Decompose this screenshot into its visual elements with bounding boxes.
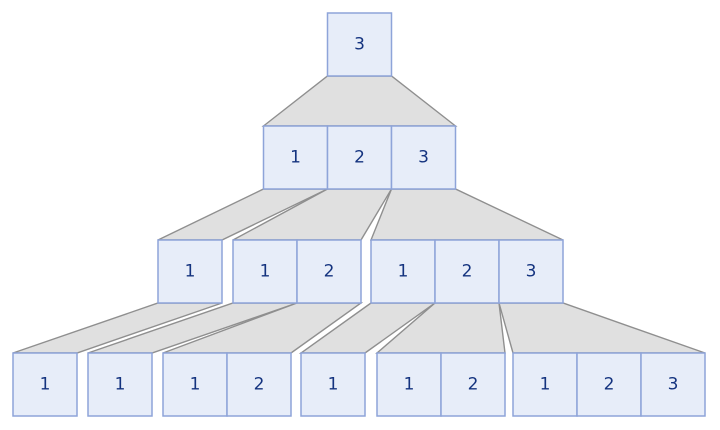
edge-trapezoid [369,188,564,241]
tree-node-cell [498,239,564,304]
tree-node-cell [326,12,393,77]
tree-node-cell [300,352,366,417]
tree-node-cell [232,239,298,304]
tree-node-cell [576,352,642,417]
tree-node-label: 3 [668,375,679,395]
tree-node-cell [226,352,292,417]
tree-node-label: 1 [290,148,301,168]
tree-node-label: 3 [354,35,365,55]
tree-node-label: 1 [404,375,415,395]
tree-node-cell [640,352,706,417]
tree-node-cell [376,352,442,417]
tree-node-cell [390,125,457,190]
tree-node-label: 2 [468,375,479,395]
tree-node-label: 1 [40,375,51,395]
tree-node-label: 1 [190,375,201,395]
tree-node-label: 2 [324,262,335,282]
tree-node-label: 2 [462,262,473,282]
tree-node-cell [12,352,78,417]
edge-trapezoid [261,75,458,127]
tree-node-cell [326,125,393,190]
tree-node-label: 3 [526,262,537,282]
tree-node-cell [262,125,329,190]
tree-node-label: 1 [398,262,409,282]
tree-node-label: 1 [540,375,551,395]
tree-node-label: 2 [604,375,615,395]
tree-node-cell [87,352,153,417]
tree-node-cell [296,239,362,304]
edge-trapezoid [498,302,706,354]
tree-node-cell [157,239,223,304]
tree-node-label: 3 [418,148,429,168]
tree-node-cell [434,239,500,304]
tree-node-label: 1 [185,262,196,282]
tree-node-label: 2 [254,375,265,395]
tree-node-label: 2 [354,148,365,168]
tree-node-cell [440,352,506,417]
tree-node-label: 1 [115,375,126,395]
tree-node-label: 1 [260,262,271,282]
tree-node-cell [370,239,436,304]
tree-node-label: 1 [328,375,339,395]
